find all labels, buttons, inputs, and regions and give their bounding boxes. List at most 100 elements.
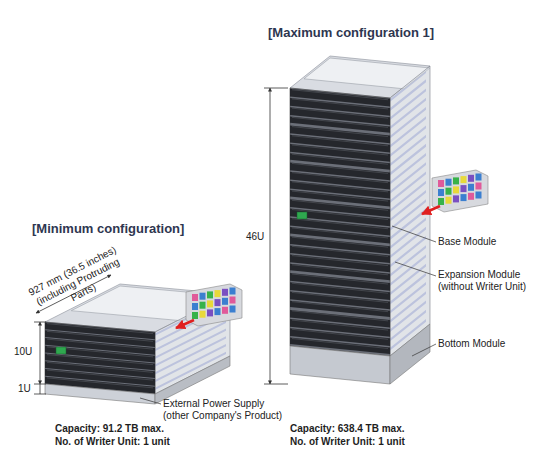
- band-highlight: [292, 136, 388, 146]
- band-highlight: [292, 154, 388, 164]
- band-highlight: [292, 90, 388, 100]
- band-highlight: [292, 173, 388, 183]
- part-name: Base Module: [438, 236, 496, 248]
- band-highlight: [292, 108, 388, 118]
- cartridge: [446, 197, 452, 204]
- dimension-line: [40, 322, 41, 384]
- band-highlight: [292, 182, 388, 192]
- rack-front: [45, 322, 155, 394]
- capacity-note: No. of Writer Unit: 1 unit: [55, 436, 170, 448]
- dimension-label: 927 mm (36.5 inches) (including Protrudi…: [25, 243, 130, 320]
- part-name: Bottom Module: [438, 338, 505, 350]
- dimension-tick: [264, 88, 288, 89]
- cartridge: [192, 294, 198, 301]
- insert-arrow: [176, 320, 194, 328]
- band-highlight: [292, 320, 388, 330]
- magazine-frame: [186, 284, 242, 326]
- cartridge: [230, 306, 236, 313]
- cartridge: [461, 185, 467, 192]
- capacity-note: Capacity: 638.4 TB max.: [290, 423, 405, 435]
- dimension-tick: [34, 384, 46, 385]
- band-highlight: [292, 256, 388, 266]
- band-highlight: [292, 145, 388, 155]
- leader-line: [140, 398, 161, 404]
- band-highlight: [292, 99, 388, 109]
- dimension-tick: [264, 384, 288, 385]
- cartridge: [230, 288, 236, 295]
- band-highlight: [292, 246, 388, 256]
- cartridge: [446, 188, 452, 195]
- cartridge: [476, 192, 482, 199]
- band-highlight: [292, 237, 388, 247]
- cartridge: [453, 177, 459, 184]
- leader-line: [392, 226, 436, 242]
- cartridge: [230, 297, 236, 304]
- cartridge: [438, 189, 444, 196]
- cartridge: [461, 194, 467, 201]
- band-highlight: [292, 163, 388, 173]
- cartridge: [207, 291, 213, 298]
- cartridge: [446, 179, 452, 186]
- unit-height: 46U: [246, 231, 264, 243]
- cartridge: [200, 302, 206, 309]
- cartridge: [200, 311, 206, 318]
- band-highlight: [292, 200, 388, 210]
- cartridge: [476, 174, 482, 181]
- rack: [290, 56, 430, 384]
- section-heading: [Minimum configuration]: [32, 221, 184, 237]
- cartridge-magazine: [176, 284, 242, 328]
- section-heading: [Maximum configuration 1]: [268, 25, 434, 41]
- band-highlight: [292, 265, 388, 275]
- leader-line: [412, 344, 436, 356]
- cartridge: [207, 300, 213, 307]
- dimension-line: [270, 88, 271, 384]
- cartridge: [215, 290, 221, 297]
- rack-side: [390, 66, 430, 356]
- cartridge: [200, 293, 206, 300]
- cartridge: [207, 309, 213, 316]
- cartridge: [468, 193, 474, 200]
- band-highlight: [292, 311, 388, 321]
- cartridge: [438, 180, 444, 187]
- band-highlight: [292, 329, 388, 339]
- band-highlight: [292, 302, 388, 312]
- cartridge: [468, 184, 474, 191]
- part-name: Expansion Module (without Writer Unit): [438, 269, 538, 293]
- cartridge-magazine: [422, 170, 488, 214]
- band-highlight: [292, 283, 388, 293]
- cartridge: [476, 183, 482, 190]
- display-panel: [56, 347, 66, 354]
- band-highlight: [292, 117, 388, 127]
- rack-front: [290, 88, 390, 356]
- cartridge: [453, 195, 459, 202]
- band-highlight: [292, 210, 388, 220]
- cartridge: [222, 298, 228, 305]
- cartridge: [438, 198, 444, 205]
- insert-arrow: [422, 206, 440, 214]
- band-highlight: [292, 191, 388, 201]
- cartridge: [222, 307, 228, 314]
- unit-height: 1U: [18, 383, 31, 395]
- band-highlight: [292, 339, 388, 349]
- cartridge: [461, 176, 467, 183]
- capacity-note: No. of Writer Unit: 1 unit: [290, 436, 405, 448]
- external-power-supply: [45, 384, 155, 404]
- band-highlight: [292, 292, 388, 302]
- leader-line: [395, 262, 436, 276]
- cartridge: [222, 289, 228, 296]
- capacity-note: Capacity: 91.2 TB max.: [55, 423, 164, 435]
- cartridge: [192, 303, 198, 310]
- cartridge: [215, 308, 221, 315]
- magazine-frame: [432, 170, 488, 212]
- external-power-supply: [155, 356, 230, 404]
- dimension-tick: [34, 322, 46, 323]
- cartridge: [453, 186, 459, 193]
- unit-height: 10U: [14, 346, 32, 358]
- cartridge: [192, 312, 198, 319]
- bottom-module: [290, 346, 390, 384]
- cartridge: [468, 175, 474, 182]
- band-highlight: [292, 228, 388, 238]
- cartridge: [215, 299, 221, 306]
- dimension-tick: [34, 394, 46, 395]
- band-highlight: [292, 219, 388, 229]
